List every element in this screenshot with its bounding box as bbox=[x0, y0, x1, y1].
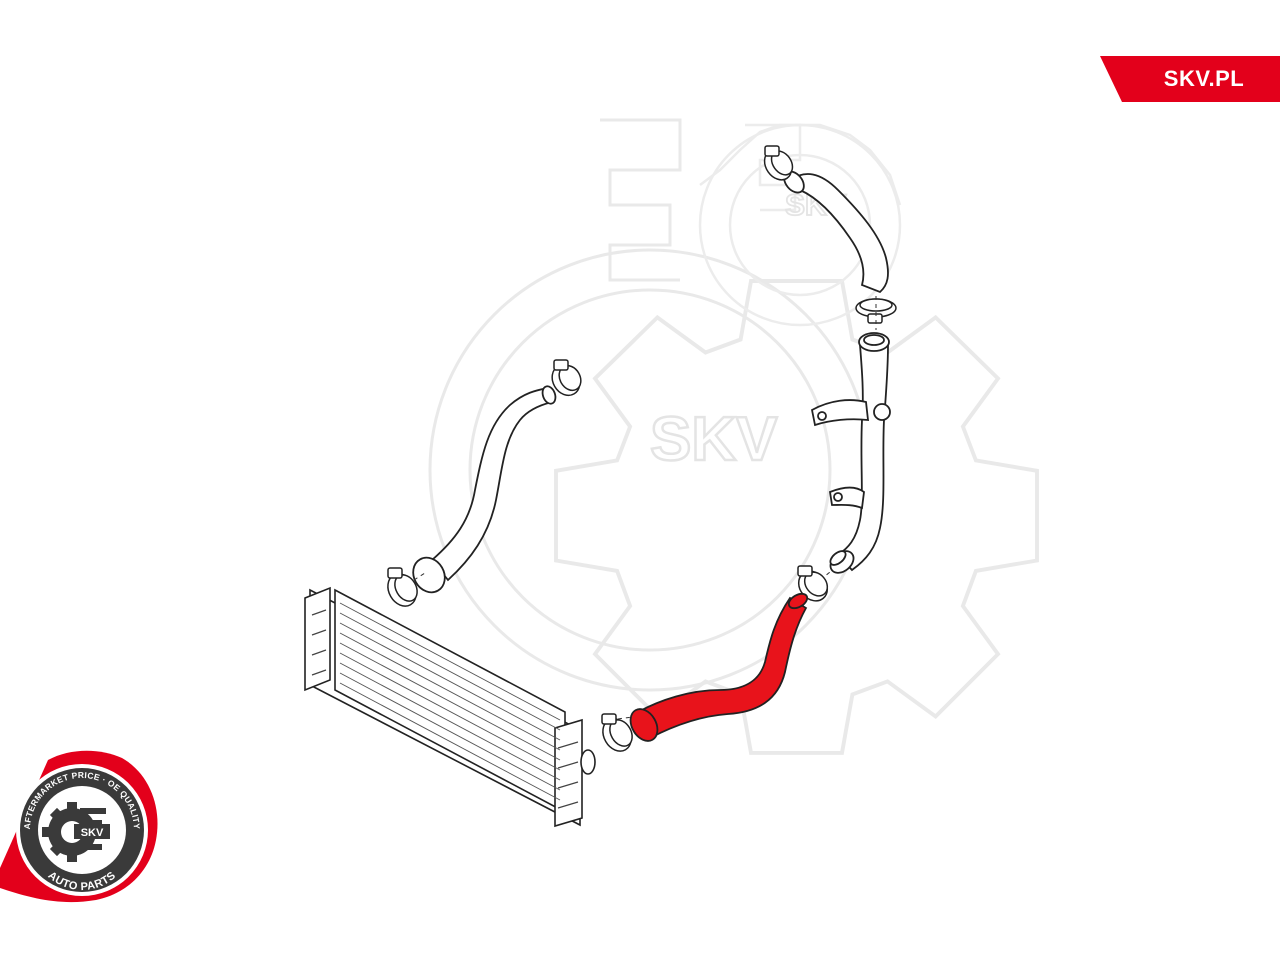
badge-gear-icon bbox=[42, 802, 106, 862]
brand-tag-background bbox=[1100, 56, 1280, 102]
hose-clamp-icon bbox=[387, 359, 582, 607]
watermark-gear-large-icon bbox=[428, 118, 1039, 755]
intercooler-icon bbox=[304, 586, 596, 828]
left-hose-icon bbox=[412, 385, 557, 594]
brand-site-label: SKV.PL bbox=[1163, 66, 1245, 91]
watermark-text: SKV bbox=[650, 405, 777, 474]
charge-pipe-icon bbox=[810, 332, 891, 574]
hose-clamp-icon bbox=[601, 565, 829, 752]
badge-emblem-icon: AFTERMARKET PRICE · OE QUALITY AUTO PART… bbox=[0, 750, 158, 903]
skv-auto-parts-badge: AFTERMARKET PRICE · OE QUALITY AUTO PART… bbox=[0, 748, 160, 908]
brand-tag[interactable]: SKV.PL bbox=[1100, 56, 1280, 102]
highlighted-hose-icon bbox=[629, 592, 809, 742]
badge-center-text: SKV bbox=[81, 827, 104, 839]
upper-hose-icon bbox=[783, 170, 889, 294]
